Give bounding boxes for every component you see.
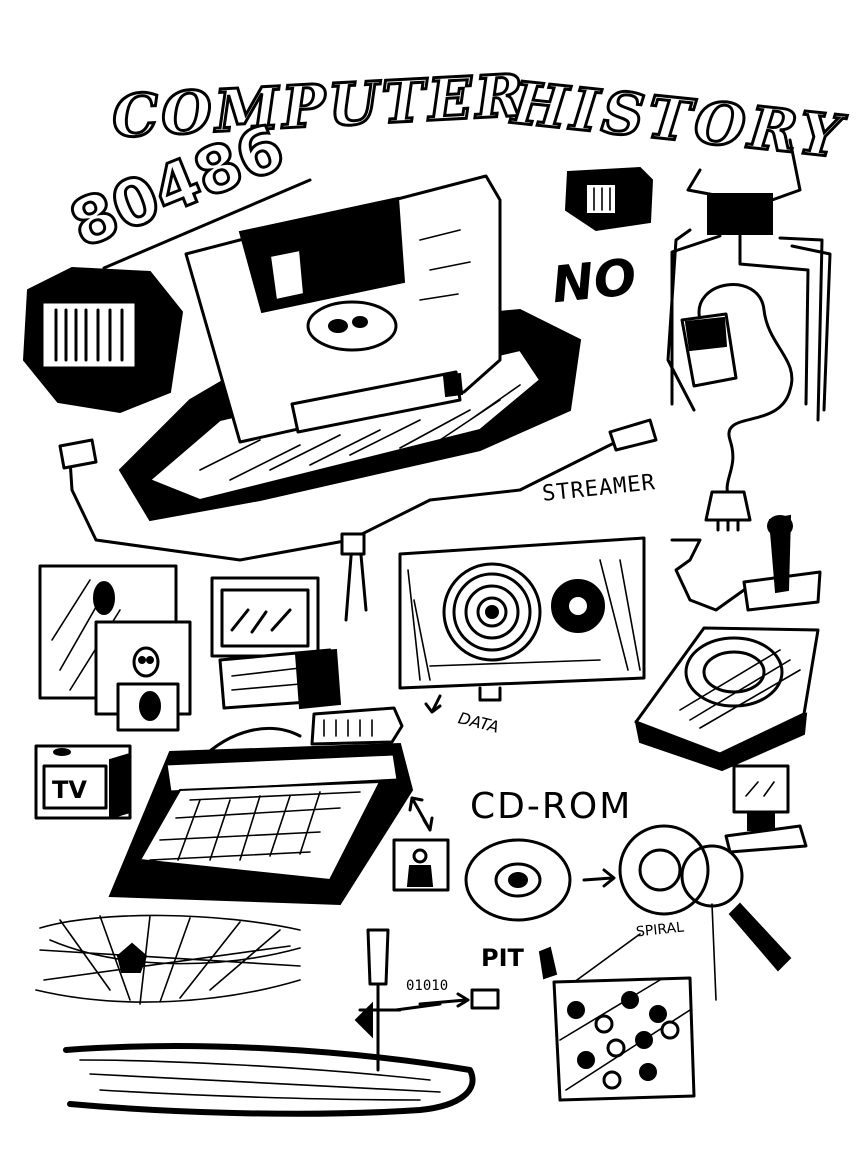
- pit-label: PIT: [481, 944, 524, 972]
- desktop-computer-icon: [210, 576, 342, 710]
- cd-disc-icon: [464, 838, 616, 922]
- barcode-icon: [22, 266, 184, 414]
- mouse-icon: [666, 138, 832, 532]
- small-computer-icon: [724, 764, 808, 854]
- title-underline: [102, 178, 312, 270]
- cassette-tape-icon: [398, 536, 646, 714]
- keyboard-computer-icon: [108, 727, 434, 906]
- pit-detail-icon: [538, 946, 696, 1102]
- ram-module-icon: [310, 706, 404, 746]
- motion-swoosh: [63, 1043, 476, 1117]
- binary-label: 01010: [406, 978, 449, 994]
- microchip-icon: [564, 166, 654, 232]
- broken-screen-icon: [35, 914, 301, 1005]
- hard-drive-icon: [634, 626, 820, 772]
- tv-label: TV: [52, 776, 87, 804]
- cdrom-label: CD-ROM: [470, 786, 633, 827]
- photo-cards: [38, 564, 192, 732]
- user-icon: [392, 838, 450, 892]
- laser-pickup-icon: [354, 928, 500, 1072]
- joystick-icon: [670, 514, 822, 612]
- no-label: NO: [549, 247, 640, 315]
- floppy-disk-icon: [118, 174, 582, 522]
- magnifier-icon: [565, 824, 792, 1001]
- tv-icon: [34, 744, 132, 820]
